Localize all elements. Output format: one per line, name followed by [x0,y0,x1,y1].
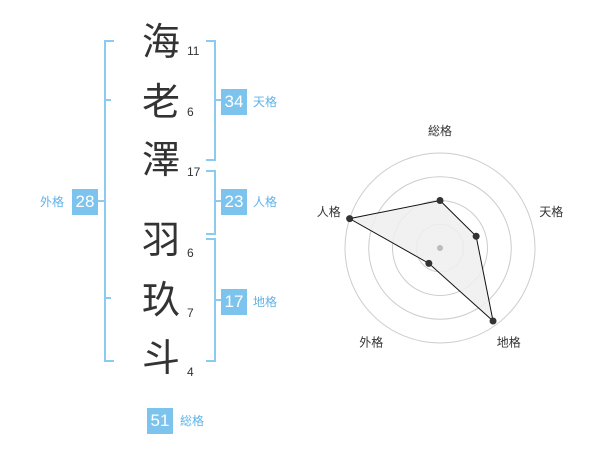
jinkaku-label: 人格 [253,195,278,209]
radar-point-2 [472,232,480,240]
stroke-count-1: 11 [187,44,200,58]
stroke-count-3: 17 [187,165,201,179]
jinkaku-bracket [206,170,216,235]
bracket-tick [97,200,104,202]
soukaku-value: 51 [147,408,173,434]
stroke-count-4: 6 [187,246,194,260]
gaikaku-bracket [104,40,114,362]
jinkaku-value: 23 [221,189,247,215]
bracket-tick [215,200,222,202]
soukaku-label: 総格 [180,414,205,428]
radar-point-4 [425,259,433,267]
radar-point-1 [436,197,444,204]
bracket-tick [215,99,222,101]
chikaku-value: 17 [221,289,247,315]
radar-data-polygon [348,199,494,323]
bracket-tick [104,99,111,101]
stroke-count-6: 4 [187,365,194,379]
stroke-count-5: 7 [187,306,194,320]
stroke-count-2: 6 [187,105,194,119]
radar-grid-ring [344,152,536,344]
name-char-5: 玖 [141,278,180,322]
radar-axis-label-3: 地格 [497,335,521,350]
tenkaku-value: 34 [221,89,247,115]
name-char-1: 海 [141,20,180,64]
radar-grid-ring [368,176,512,320]
radar-axis-label-2: 天格 [539,204,563,219]
bracket-tick [104,297,111,299]
radar-axis-label-4: 外格 [359,335,383,350]
gaikaku-value: 28 [72,189,98,215]
name-char-4: 羽 [141,218,180,262]
gaikaku-label: 外格 [40,195,65,209]
name-char-2: 老 [141,80,180,124]
name-char-3: 澤 [141,138,180,182]
radar-axis-label-1: 総格 [428,123,452,138]
bracket-tick [215,299,222,301]
radar-axis-label-5: 人格 [317,204,341,219]
tenkaku-label: 天格 [253,95,278,109]
name-char-6: 斗 [141,336,180,380]
radar-center-dot [437,245,443,251]
chikaku-label: 地格 [253,295,278,309]
radar-point-3 [489,317,497,325]
radar-point-5 [346,215,354,223]
